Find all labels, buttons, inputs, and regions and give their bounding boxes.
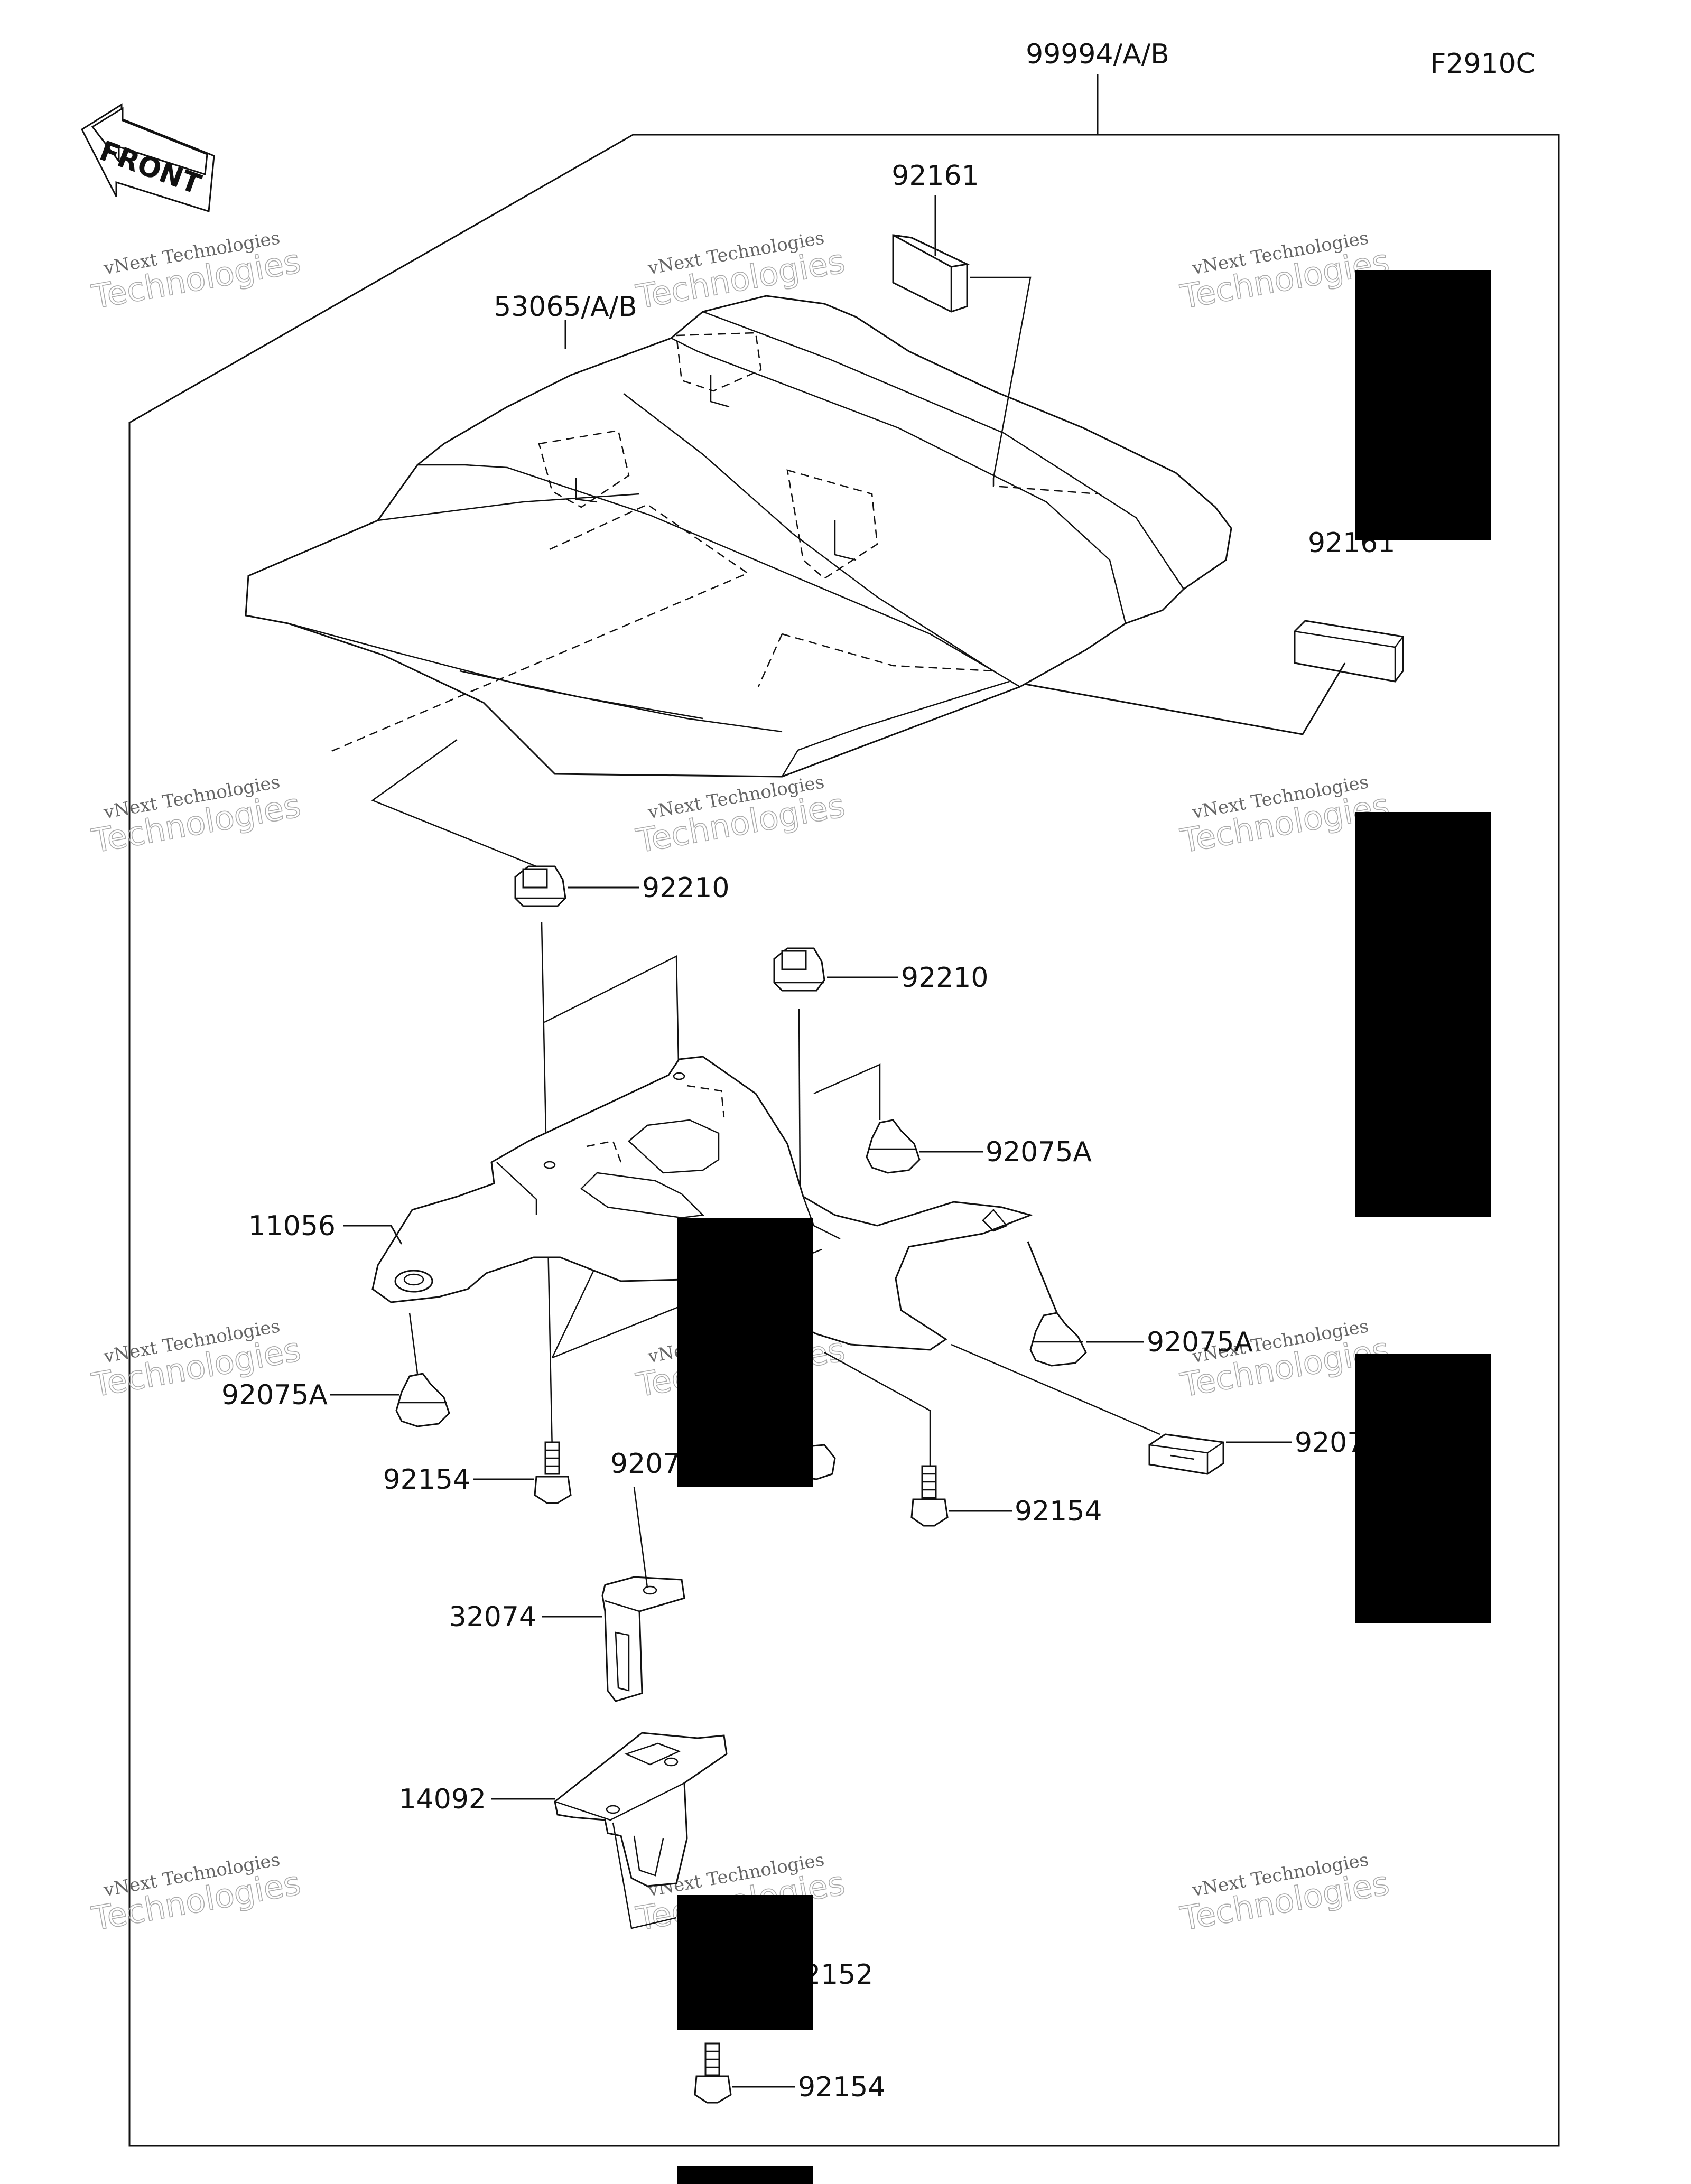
dash-pad-top <box>992 478 1100 495</box>
leader-pad-right <box>1025 662 1346 735</box>
leader-damper-far-right-mount <box>951 1343 1160 1435</box>
leader-bracket <box>343 1225 403 1245</box>
clip-left-part <box>514 865 566 907</box>
leader-damper-left-mount <box>408 1312 419 1374</box>
label-assy: 99994/A/B <box>1026 39 1169 70</box>
label-clip-right: 92210 <box>901 962 988 994</box>
pad-top-part <box>892 234 970 313</box>
leader-bolt-right-mount <box>824 1351 931 1466</box>
redaction-block <box>1355 812 1491 1217</box>
pad-right-part <box>1294 620 1404 683</box>
damper-right-upper-part <box>866 1119 921 1174</box>
leader-clip-left-mount <box>371 739 537 867</box>
label-bolt-right: 92154 <box>1015 1496 1102 1527</box>
damper-left-part <box>395 1373 450 1427</box>
leader-cover-lower-group <box>612 1822 677 1929</box>
label-damper-far-right: 9207 <box>1295 1427 1364 1459</box>
diagram-code: F2910C <box>1430 48 1535 80</box>
label-clip-left: 92210 <box>642 872 729 904</box>
label-seat-cover: 53065/A/B <box>494 291 637 323</box>
seat-cover-part <box>245 295 1232 778</box>
label-damper-left: 92075A <box>221 1379 328 1411</box>
cover-lower-part <box>554 1732 728 1887</box>
redaction-block <box>1355 1354 1491 1623</box>
label-pad-top: 92161 <box>891 160 979 192</box>
redaction-block <box>677 2166 813 2184</box>
watermark-grid: vNext Technologies Technologies vNext Te… <box>88 227 1392 1938</box>
leader-stay-mount <box>633 1487 648 1588</box>
damper-far-right-part <box>1148 1433 1224 1475</box>
bolt-bottom-part <box>694 2042 732 2104</box>
bracket-part <box>371 1056 1033 1351</box>
leader-damper-right-lower <box>1027 1241 1058 1313</box>
damper-right-lower-part <box>1029 1312 1087 1367</box>
assembly-frame <box>128 134 1560 2147</box>
label-bolt-bottom: 92154 <box>798 2071 885 2103</box>
label-bracket: 11056 <box>248 1210 336 1242</box>
redaction-block <box>677 1218 813 1487</box>
bolt-left-part <box>534 1441 572 1504</box>
leader-pad-top-mount <box>970 276 1032 479</box>
clip-right-part <box>773 947 825 992</box>
front-arrow-icon: FRONT <box>81 103 215 212</box>
label-bolt-left: 92154 <box>383 1464 470 1496</box>
redaction-block <box>677 1895 813 2030</box>
redaction-block <box>1355 270 1491 540</box>
label-damper-center: 9207 <box>610 1448 680 1480</box>
label-collar: 2152 <box>803 1959 873 1991</box>
label-stay: 32074 <box>449 1601 536 1633</box>
bolt-right-part <box>910 1465 949 1527</box>
label-damper-right-upper: 92075A <box>986 1136 1092 1168</box>
leader-bracket-right <box>813 1063 881 1120</box>
stay-part <box>601 1576 685 1702</box>
label-cover-lower: 14092 <box>399 1784 486 1815</box>
label-damper-right-lower: 92075A <box>1147 1327 1253 1358</box>
